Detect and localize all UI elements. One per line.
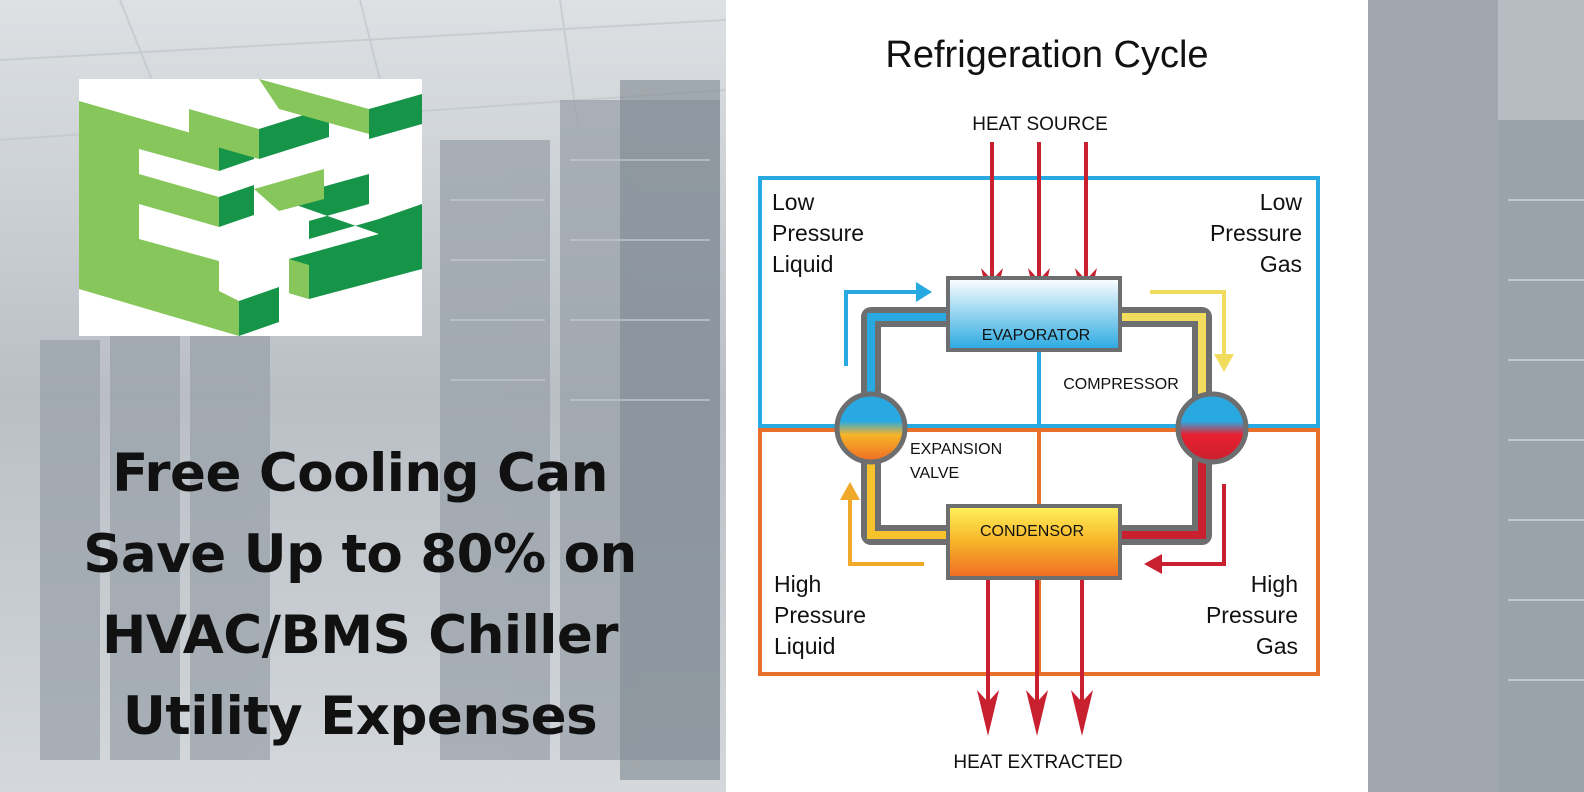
low-pressure-gas-label-3: Gas: [1260, 251, 1302, 277]
low-pressure-liquid-label-3: Liquid: [772, 251, 833, 277]
heat-source-label: HEAT SOURCE: [972, 114, 1108, 135]
low-pressure-liquid-label-1: Low: [772, 189, 815, 215]
expansion-valve-unit: [834, 391, 908, 465]
flow-arrow-blue: [844, 290, 916, 366]
high-pressure-liquid-label-3: Liquid: [774, 633, 835, 659]
diagram-title: Refrigeration Cycle: [885, 34, 1209, 76]
flow-arrow-red: [1162, 484, 1226, 566]
heat-source-arrows: [990, 142, 1088, 298]
headline-line-2: Save Up to 80% on: [83, 524, 637, 585]
headline-line-4: Utility Expenses: [122, 686, 598, 747]
expansion-valve-label-1: EXPANSION: [910, 441, 1002, 458]
low-pressure-gas-label-1: Low: [1260, 189, 1303, 215]
low-pressure-gas-label-2: Pressure: [1210, 220, 1302, 246]
high-pressure-gas-label-3: Gas: [1256, 633, 1298, 659]
condensor-unit: [946, 504, 1122, 580]
refrigeration-diagram-panel: Refrigeration Cycle: [726, 0, 1368, 792]
headline: Free Cooling Can Save Up to 80% on HVAC/…: [40, 433, 680, 757]
condensor-label: CONDENSOR: [980, 523, 1084, 540]
company-logo: [79, 79, 422, 336]
high-pressure-liquid-label-2: Pressure: [774, 602, 866, 628]
evaporator-label: EVAPORATOR: [982, 327, 1090, 344]
compressor-unit: [1175, 391, 1249, 465]
high-pressure-gas-label-1: High: [1251, 571, 1298, 597]
compressor-label: COMPRESSOR: [1063, 376, 1179, 393]
headline-line-1: Free Cooling Can: [112, 443, 608, 504]
headline-line-3: HVAC/BMS Chiller: [101, 605, 619, 666]
refrigeration-cycle-diagram: HEAT SOURCE HEAT EXTRACTED EVAPORATOR CO…: [758, 114, 1320, 773]
flow-arrow-yellow: [1150, 290, 1226, 354]
high-pressure-liquid-label-1: High: [774, 571, 821, 597]
heat-extracted-label: HEAT EXTRACTED: [953, 752, 1122, 773]
left-panel: Free Cooling Can Save Up to 80% on HVAC/…: [0, 0, 726, 792]
high-pressure-gas-label-2: Pressure: [1206, 602, 1298, 628]
expansion-valve-label-2: VALVE: [910, 465, 959, 482]
right-background-strip: [1368, 0, 1584, 792]
low-pressure-liquid-label-2: Pressure: [772, 220, 864, 246]
evaporator-unit: [946, 276, 1122, 352]
flow-arrow-orange: [848, 500, 924, 566]
